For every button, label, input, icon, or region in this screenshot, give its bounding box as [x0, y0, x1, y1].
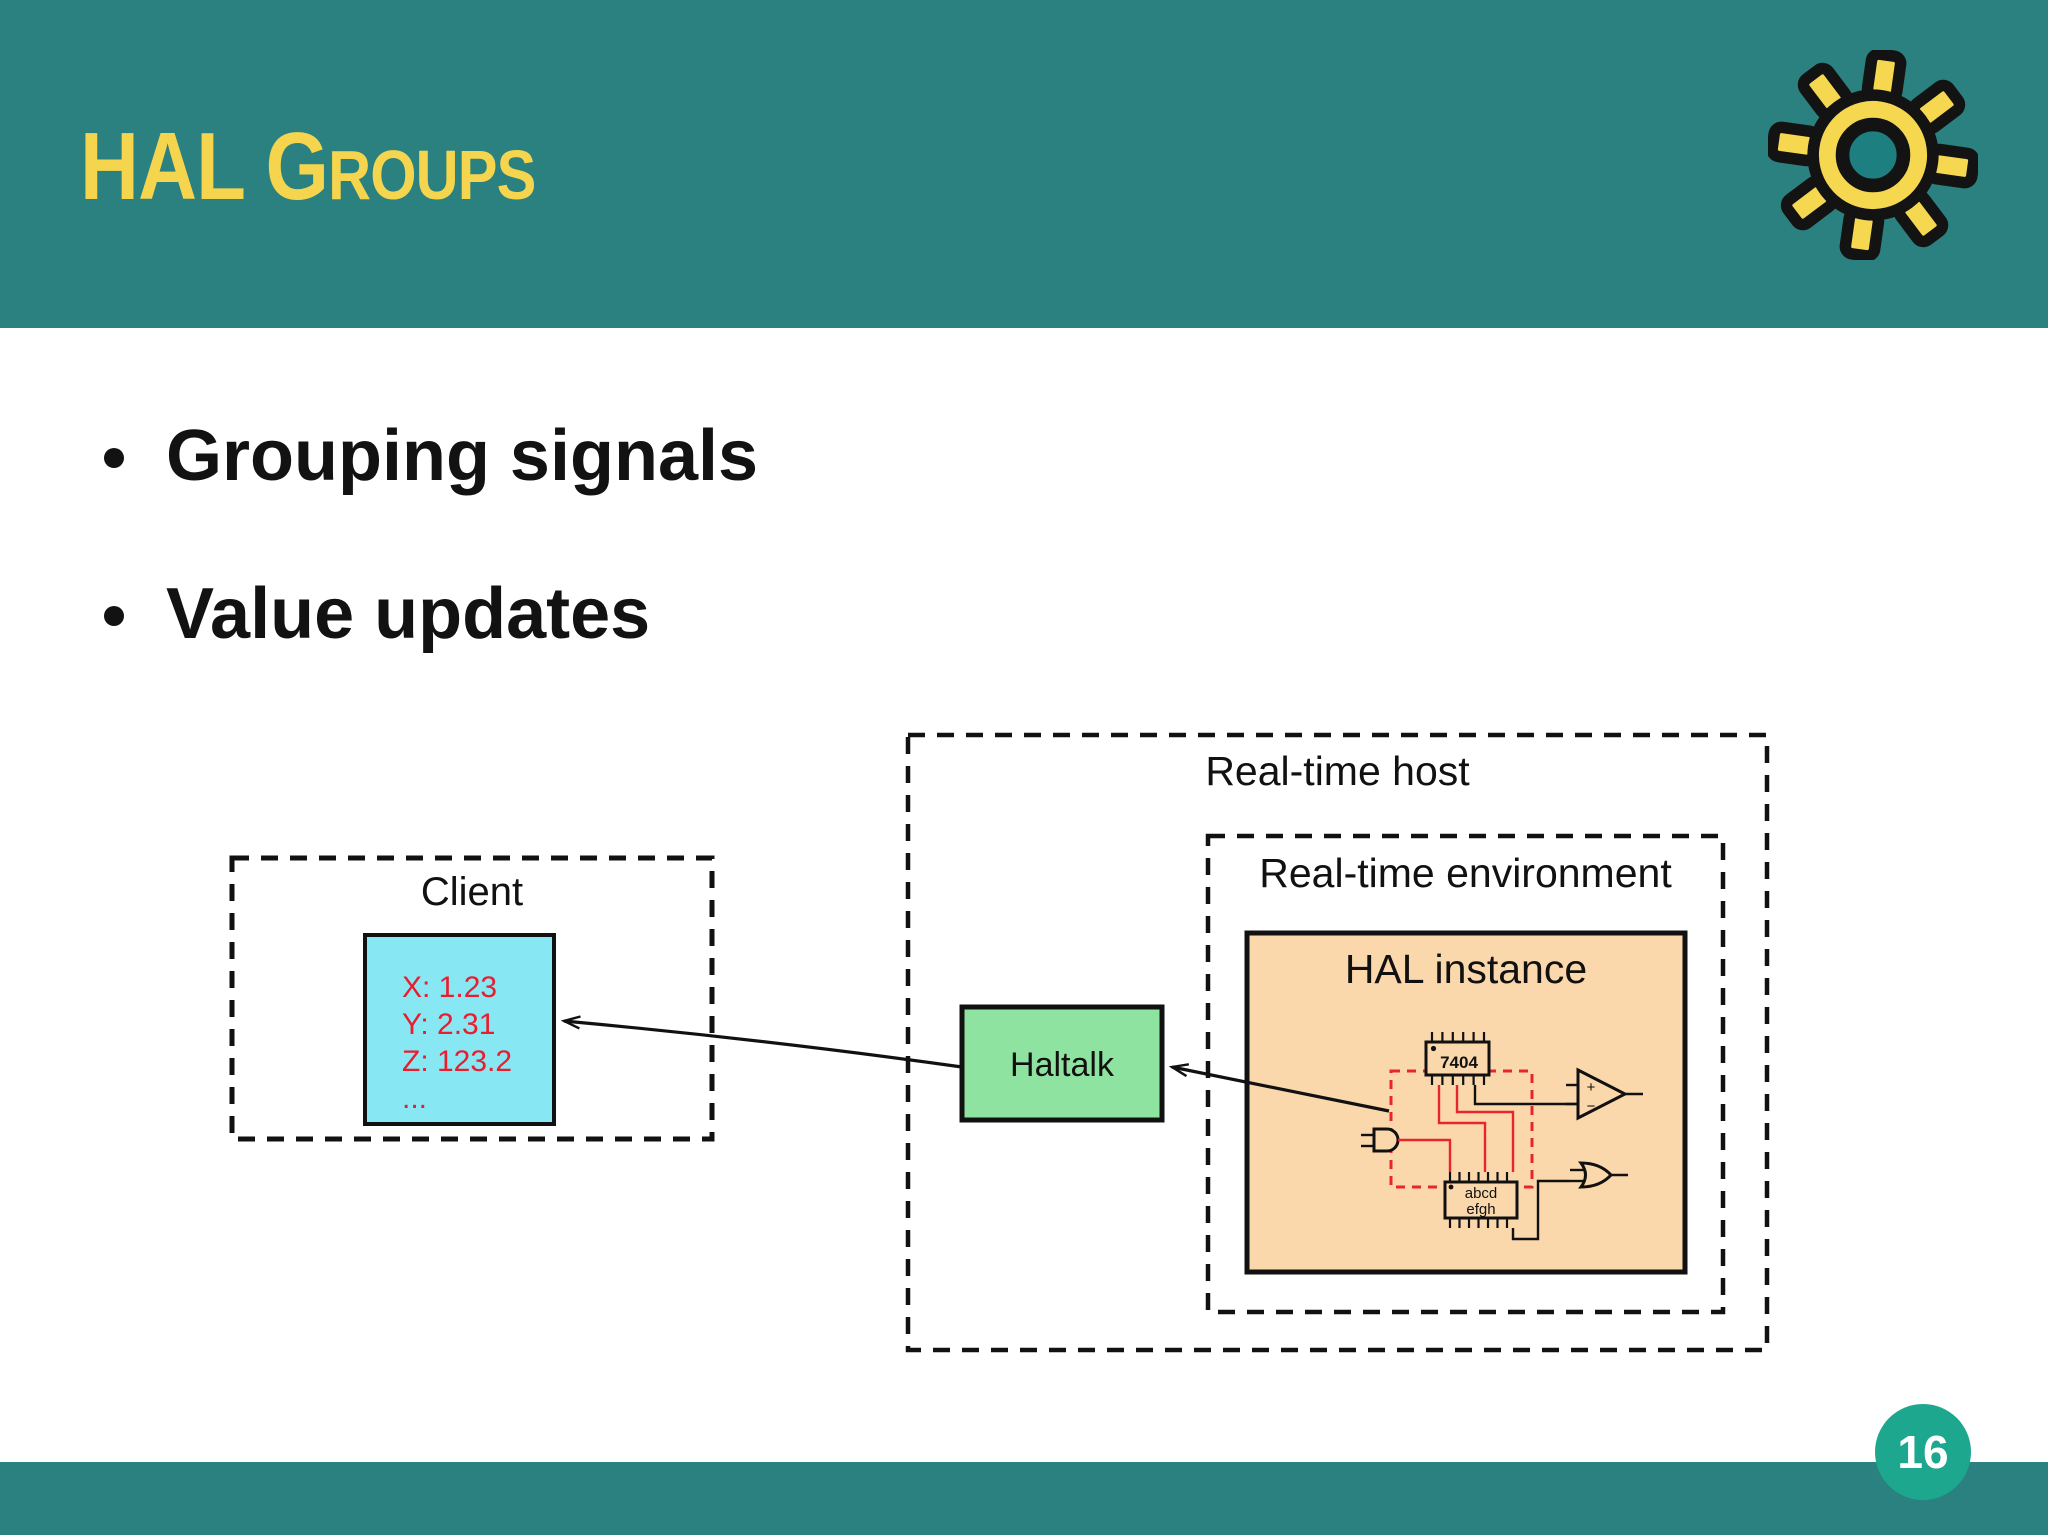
client-label: Client	[420, 870, 524, 914]
client-value-line: Z: 123.2	[402, 1045, 513, 1078]
signal-wires-black	[1473, 1085, 1578, 1241]
bullet-item: Value updates	[104, 576, 758, 652]
hal-instance-label: HAL instance	[1344, 946, 1588, 992]
realtime-env-label: Real-time environment	[1259, 850, 1672, 896]
haltalk-box	[959, 1004, 1165, 1123]
opamp-plus-label: +	[1587, 1079, 1596, 1096]
header-bar	[0, 0, 2048, 328]
client-values-box	[363, 933, 556, 1126]
page-number-badge: 16	[1875, 1404, 1971, 1500]
chip-abcd-label-1: abcd	[1465, 1185, 1498, 1202]
client-value-line: ...	[402, 1082, 428, 1115]
slide-title-small: ROUPS	[328, 136, 536, 214]
bullet-text: Value updates	[166, 574, 651, 654]
client-group-box	[229, 855, 715, 1142]
slide-title: HAL GROUPS	[80, 112, 536, 222]
arrow-hal-to-haltalk	[1172, 1067, 1390, 1113]
realtime-host-box	[905, 732, 1770, 1353]
bullet-list: Grouping signals Value updates	[104, 418, 758, 734]
and-gate-icon	[1361, 1127, 1400, 1153]
gear-icon	[1766, 48, 1980, 262]
or-gate-icon	[1570, 1161, 1628, 1189]
client-values: X: 1.23 Y: 2.31 Z: 123.2 ...	[402, 969, 512, 1117]
opamp-minus-label: −	[1587, 1098, 1596, 1115]
chip-abcd-efgh: abcd efgh	[1443, 1172, 1519, 1228]
client-value-line: X: 1.23	[402, 971, 498, 1004]
bullet-text: Grouping signals	[166, 416, 759, 496]
chip-7404-label: 7404	[1440, 1053, 1478, 1072]
slide-title-large: HAL G	[80, 113, 329, 220]
bullet-dot	[104, 606, 124, 626]
bullet-dot	[104, 448, 124, 468]
chip-7404: 7404	[1424, 1032, 1491, 1085]
bullet-item: Grouping signals	[104, 418, 758, 494]
signal-wires-red	[1398, 1085, 1515, 1172]
haltalk-label: Haltalk	[1010, 1046, 1114, 1084]
arrow-haltalk-to-client	[564, 1021, 963, 1069]
gear-icon-svg	[1766, 48, 1980, 262]
footer-bar	[0, 1462, 2048, 1535]
chip-abcd-label-2: efgh	[1466, 1201, 1495, 1218]
client-value-line: Y: 2.31	[402, 1008, 496, 1041]
realtime-host-label: Real-time host	[1205, 748, 1470, 794]
